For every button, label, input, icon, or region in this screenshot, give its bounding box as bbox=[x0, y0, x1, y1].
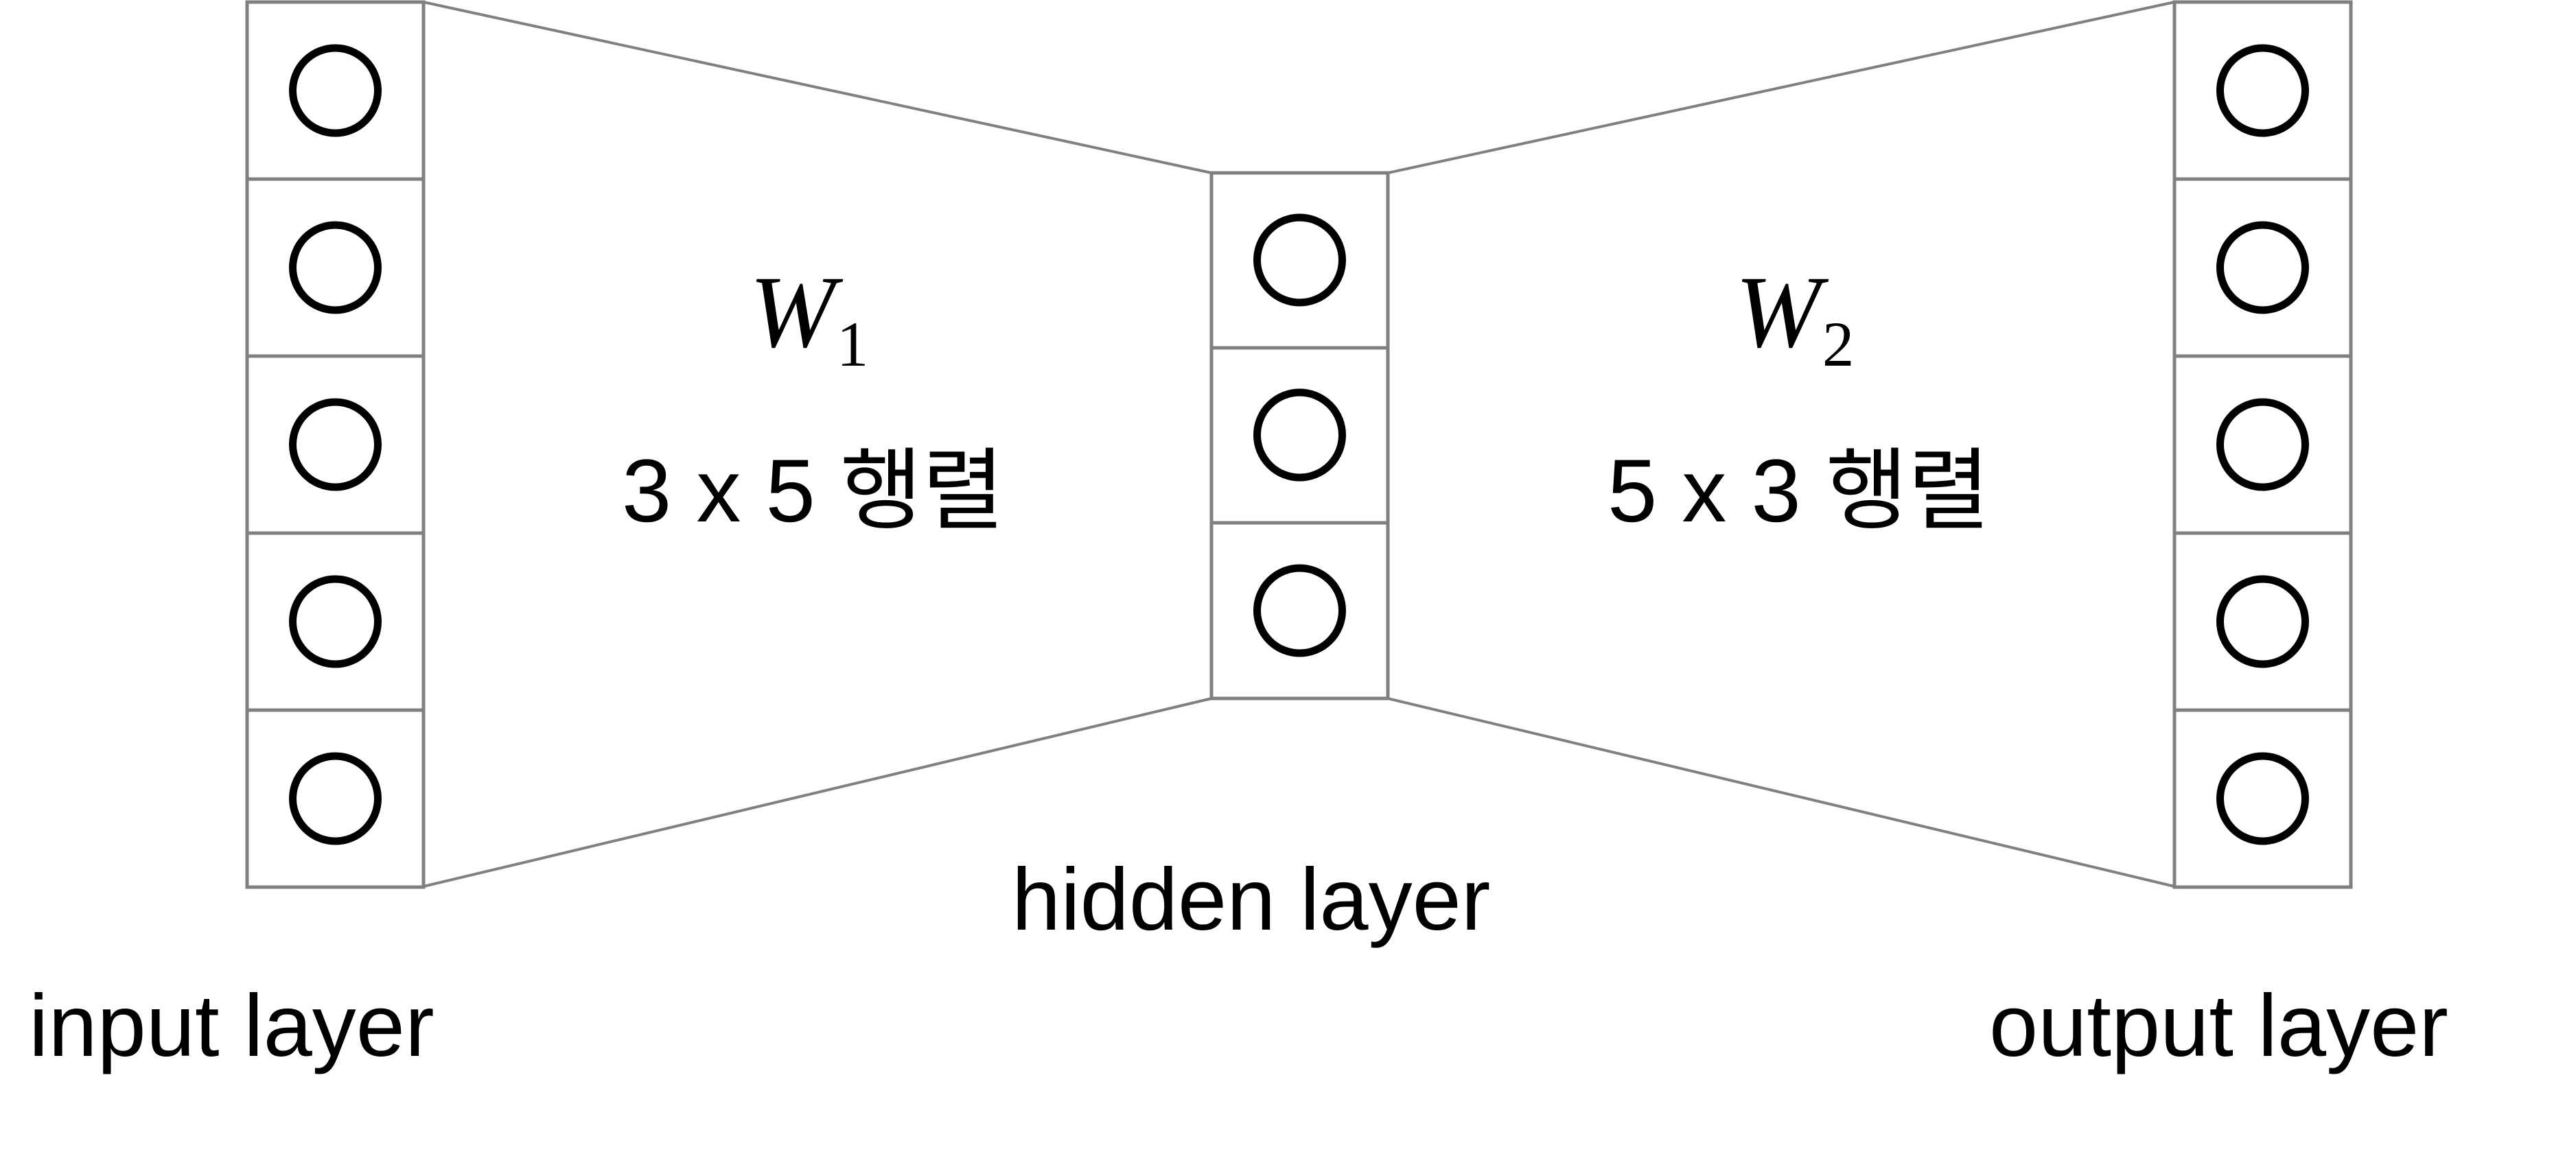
matrix-shape-label-w1: 3 x 5 행렬 bbox=[622, 440, 1005, 541]
edge-hidden-top-to-output-top bbox=[1387, 1, 2175, 174]
input-layer-cell bbox=[245, 708, 426, 889]
cell-box bbox=[2172, 531, 2353, 712]
output-layer-cell bbox=[2172, 354, 2353, 535]
matrix-shape-label-w2: 5 x 3 행렬 bbox=[1608, 440, 1991, 541]
cell-box bbox=[245, 708, 426, 889]
hidden-layer-label: hidden layer bbox=[1012, 851, 1491, 949]
cell-box bbox=[1209, 346, 1390, 525]
cell-box bbox=[1209, 171, 1390, 350]
cell-box bbox=[2172, 354, 2353, 535]
edge-input-top-to-hidden-top bbox=[423, 1, 1212, 174]
circle-node-icon bbox=[1253, 213, 1346, 307]
input-layer-cell bbox=[245, 531, 426, 712]
output-layer-group bbox=[2172, 0, 2353, 889]
cell-box bbox=[245, 354, 426, 535]
weight-label-w1: W1 bbox=[750, 261, 868, 377]
edge-hidden-bottom-to-output-bottom bbox=[1387, 697, 2175, 888]
circle-node-icon bbox=[289, 575, 382, 668]
cell-box bbox=[245, 531, 426, 712]
input-layer-cell bbox=[245, 354, 426, 535]
weight-subscript: 2 bbox=[1822, 309, 1855, 380]
hidden-layer-cell bbox=[1209, 171, 1390, 350]
cell-box bbox=[245, 0, 426, 181]
circle-node-icon bbox=[1253, 388, 1346, 482]
input-layer-label: input layer bbox=[29, 977, 434, 1075]
circle-node-icon bbox=[2216, 44, 2309, 137]
weight-label-w2: W2 bbox=[1735, 261, 1854, 377]
output-layer-label: output layer bbox=[1989, 977, 2448, 1075]
output-layer-cell bbox=[2172, 708, 2353, 889]
circle-node-icon bbox=[2216, 575, 2309, 668]
output-layer-cell bbox=[2172, 531, 2353, 712]
connector-edges-group bbox=[423, 1, 2175, 888]
circle-node-icon bbox=[2216, 398, 2309, 491]
circle-node-icon bbox=[289, 752, 382, 845]
weight-symbol: W bbox=[750, 255, 835, 369]
cell-box bbox=[2172, 708, 2353, 889]
circle-node-icon bbox=[2216, 221, 2309, 314]
output-layer-cell bbox=[2172, 177, 2353, 358]
input-layer-cell bbox=[245, 177, 426, 358]
edge-input-bottom-to-hidden-bottom bbox=[423, 697, 1212, 888]
circle-node-icon bbox=[289, 398, 382, 491]
circle-node-icon bbox=[1253, 564, 1346, 657]
circle-node-icon bbox=[289, 44, 382, 137]
cell-box bbox=[1209, 521, 1390, 700]
cell-box bbox=[2172, 0, 2353, 181]
circle-node-icon bbox=[289, 221, 382, 314]
hidden-layer-cell bbox=[1209, 346, 1390, 525]
output-layer-cell bbox=[2172, 0, 2353, 181]
cell-box bbox=[245, 177, 426, 358]
weight-symbol: W bbox=[1735, 255, 1821, 369]
input-layer-cell bbox=[245, 0, 426, 181]
weight-subscript: 1 bbox=[836, 309, 869, 380]
cell-box bbox=[2172, 177, 2353, 358]
hidden-layer-cell bbox=[1209, 521, 1390, 700]
circle-node-icon bbox=[2216, 752, 2309, 845]
input-layer-group bbox=[245, 0, 426, 889]
hidden-layer-group bbox=[1209, 171, 1390, 700]
